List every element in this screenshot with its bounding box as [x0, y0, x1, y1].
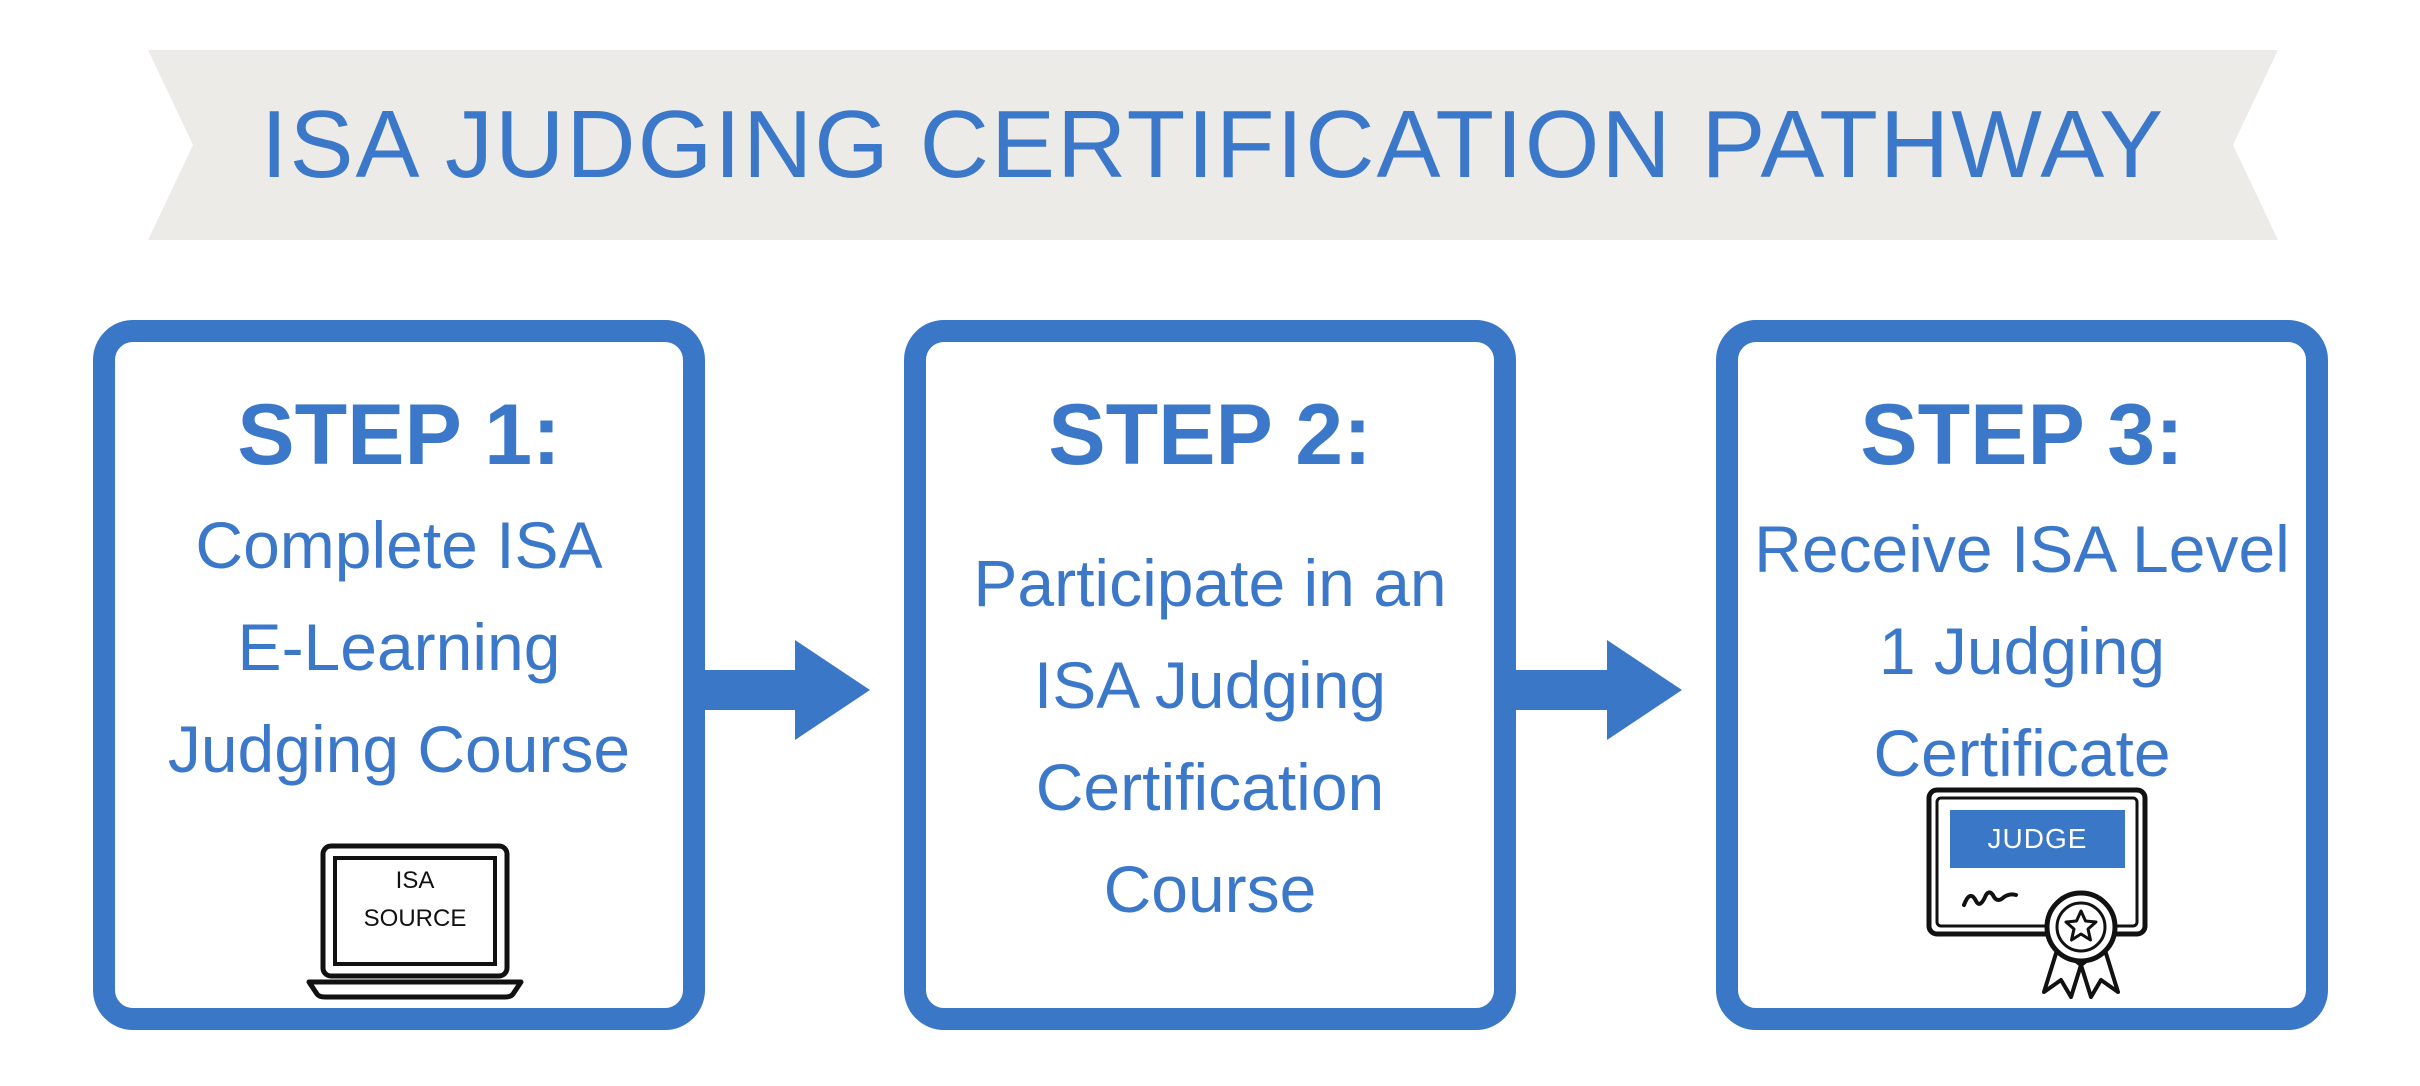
step-1-description: Complete ISA E-Learning Judging Course	[105, 494, 693, 800]
certificate-icon: JUDGE	[1926, 787, 2156, 999]
step-2-line: Certification	[1035, 750, 1385, 824]
page-title: ISA JUDGING CERTIFICATION PATHWAY	[260, 91, 2166, 198]
laptop-label-line: ISA	[395, 867, 435, 894]
arrow-right-icon	[700, 640, 870, 740]
step-3-card: STEP 3: Receive ISA Level 1 Judging Cert…	[1716, 320, 2328, 1030]
step-1-line: Judging Course	[167, 712, 631, 786]
step-3-line: 1 Judging	[1878, 614, 2166, 688]
step-2-line: ISA Judging	[1033, 648, 1387, 722]
laptop-screen-label: ISA SOURCE	[335, 862, 495, 938]
certificate-label: JUDGE	[1987, 823, 2088, 854]
laptop-icon: ISA SOURCE	[305, 842, 525, 1002]
step-2-heading: STEP 2:	[1048, 387, 1372, 483]
step-3-heading: STEP 3:	[1860, 387, 2184, 483]
step-2-line: Participate in an	[973, 546, 1447, 620]
step-2-line: Course	[1103, 852, 1317, 926]
laptop-label-line: SOURCE	[363, 905, 467, 932]
step-1-line: E-Learning	[237, 610, 561, 684]
arrow-right-icon	[1512, 640, 1682, 740]
banner-ribbon-shape	[148, 50, 2278, 240]
step-3-line: Receive ISA Level	[1754, 512, 2290, 586]
step-1-card: STEP 1: Complete ISA E-Learning Judging …	[93, 320, 705, 1030]
title-banner: ISA JUDGING CERTIFICATION PATHWAY	[148, 50, 2278, 240]
step-2-description: Participate in an ISA Judging Certificat…	[916, 532, 1504, 940]
step-2-card: STEP 2: Participate in an ISA Judging Ce…	[904, 320, 1516, 1030]
step-1-line: Complete ISA	[195, 508, 603, 582]
step-3-description: Receive ISA Level 1 Judging Certificate	[1728, 498, 2316, 804]
step-3-line: Certificate	[1873, 716, 2171, 790]
step-1-heading: STEP 1:	[237, 387, 561, 483]
